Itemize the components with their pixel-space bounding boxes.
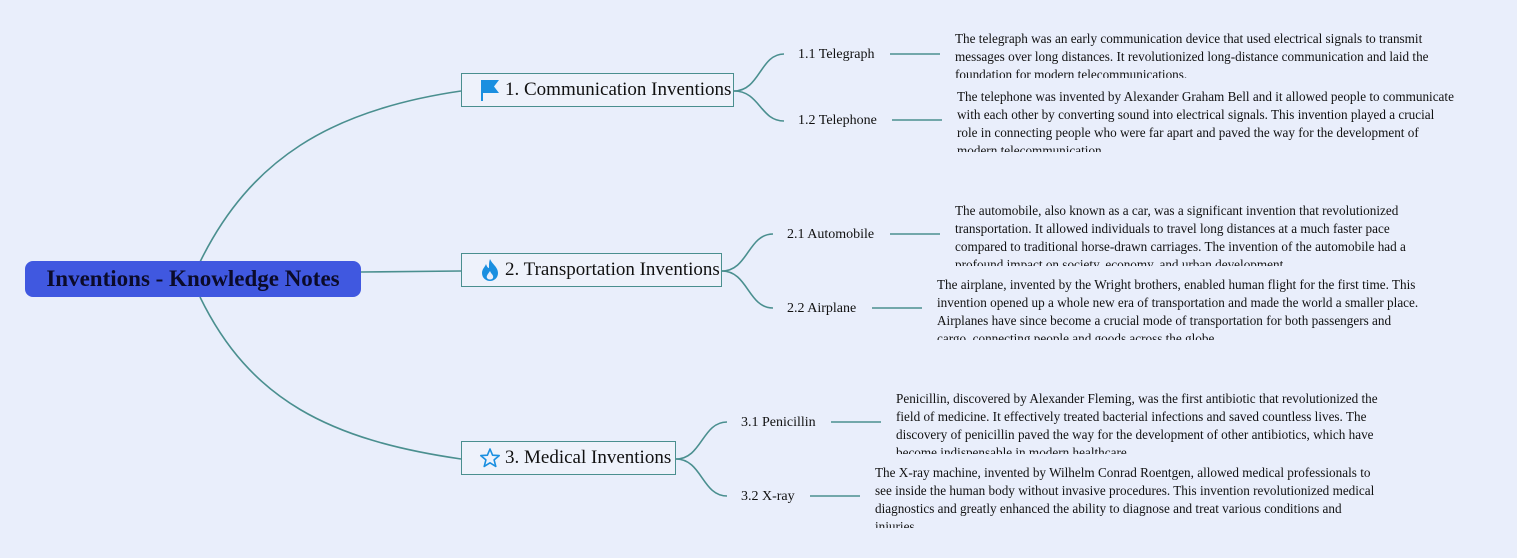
link-branch-1-item-1 bbox=[733, 53, 785, 92]
note-penicillin: Penicillin, discovered by Alexander Flem… bbox=[896, 391, 1378, 454]
topic-xray[interactable]: 3.2 X-ray bbox=[741, 489, 795, 504]
star-icon bbox=[480, 448, 500, 468]
note-xray: The X-ray machine, invented by Wilhelm C… bbox=[875, 465, 1375, 528]
link-branch-3-item-2 bbox=[675, 458, 728, 497]
note-automobile: The automobile, also known as a car, was… bbox=[955, 203, 1406, 266]
topic-telegraph[interactable]: 1.1 Telegraph bbox=[798, 47, 875, 62]
fire-icon bbox=[482, 259, 498, 281]
branch-medical[interactable]: 3. Medical Inventions bbox=[461, 441, 676, 475]
link-branch-3-item-1 bbox=[675, 421, 728, 460]
link-branch-1-item-2 bbox=[733, 90, 785, 122]
link-branch-2-item-2 bbox=[721, 270, 774, 309]
topic-telephone[interactable]: 1.2 Telephone bbox=[798, 113, 877, 128]
link-root-branch-2 bbox=[360, 270, 462, 273]
branch-transportation[interactable]: 2. Transportation Inventions bbox=[461, 253, 722, 287]
note-airplane: The airplane, invented by the Wright bro… bbox=[937, 277, 1419, 340]
branch-label: 3. Medical Inventions bbox=[505, 447, 672, 468]
branch-communication[interactable]: 1. Communication Inventions bbox=[461, 73, 734, 107]
note-telephone: The telephone was invented by Alexander … bbox=[957, 89, 1454, 152]
branch-label: 1. Communication Inventions bbox=[505, 79, 732, 100]
root-topic[interactable]: Inventions - Knowledge Notes bbox=[25, 261, 361, 297]
topic-automobile[interactable]: 2.1 Automobile bbox=[787, 227, 875, 242]
link-branch-2-item-1 bbox=[721, 233, 774, 272]
topic-airplane[interactable]: 2.2 Airplane bbox=[787, 301, 857, 316]
link-root-branch-3 bbox=[199, 296, 462, 460]
flag-icon bbox=[481, 80, 499, 101]
link-root-branch-1 bbox=[199, 90, 462, 263]
note-telegraph: The telegraph was an early communication… bbox=[955, 31, 1429, 78]
topic-penicillin[interactable]: 3.1 Penicillin bbox=[741, 415, 816, 430]
branch-label: 2. Transportation Inventions bbox=[505, 259, 720, 280]
